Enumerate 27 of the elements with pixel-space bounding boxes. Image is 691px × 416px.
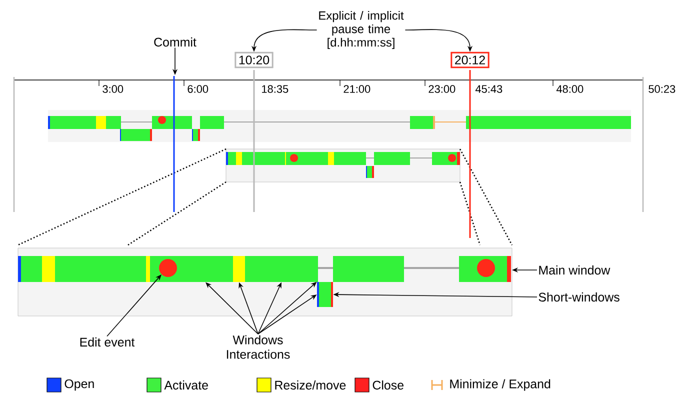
legend-label: Resize/move (275, 380, 346, 390)
edit-event-dot (159, 259, 177, 277)
interaction-segment (178, 256, 233, 282)
tick-label: 48:00 (556, 85, 584, 93)
tick-label: 3:00 (102, 85, 124, 93)
legend-label: Close (372, 380, 404, 390)
legend-label: Activate (164, 380, 208, 390)
time-box: 10:20 (234, 52, 274, 68)
tick-label: 21:00 (344, 85, 370, 93)
annotation-text: Windows Interactions (226, 335, 290, 359)
tick-label: 45:43 (475, 85, 502, 93)
annotation-text: Explicit / implicit pause time [d.hh:mm:ss] (319, 11, 404, 50)
interaction-segment (245, 256, 318, 282)
tick-label: 18:35 (262, 85, 288, 93)
arrow (106, 274, 162, 337)
time-box: 20:12 (450, 52, 490, 68)
annotation-text: Edit event (80, 337, 135, 347)
legend-label: Open (64, 379, 94, 391)
legend-label: Minimize / Expand (450, 379, 550, 391)
tick-label: 50:23 (648, 85, 676, 93)
interaction-segment (233, 256, 245, 282)
tick-label: 23:00 (428, 85, 456, 93)
annotation-text: Commit (154, 37, 196, 47)
tick-label: 6:00 (188, 85, 208, 93)
annotation-text: Short-windows (538, 292, 620, 302)
short-window-bar (317, 282, 333, 307)
annotation-text: Main window (539, 265, 610, 275)
